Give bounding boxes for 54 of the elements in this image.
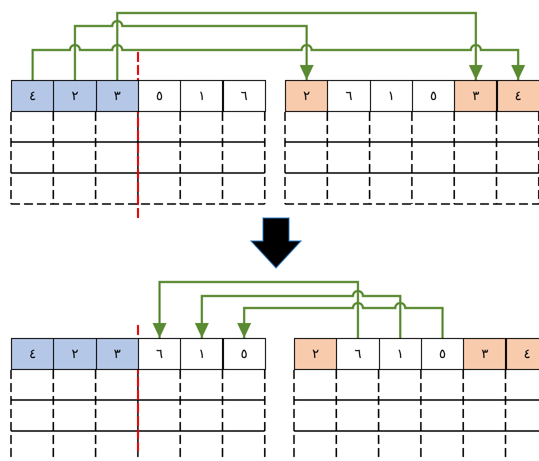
header-cell [336,338,380,370]
cell-number: ٣ [472,88,480,104]
header-cell [222,80,266,112]
header-cell [327,80,371,112]
header-cell [11,338,54,370]
cell-number: ٤ [29,88,36,104]
cell-number: ١ [388,88,395,104]
header-cell [180,80,224,112]
header-cell [11,80,54,112]
header-cell [138,80,182,112]
header-cell [294,338,338,370]
header-cell [463,338,506,370]
cell-number: ١ [198,88,206,104]
cell-number: ٥ [439,346,446,362]
cell-number: ٤ [514,88,522,104]
header-cell [180,338,224,370]
cell-number: ٢ [312,346,320,362]
header-cell [506,338,539,370]
header-cell [96,338,139,370]
connector-arrow [116,12,483,80]
cell-number: ٣ [481,346,488,362]
cell-number: ٦ [345,88,352,104]
connector-arrow [194,290,402,338]
cell-number: ٥ [430,88,438,104]
cell-number: ٦ [354,346,362,362]
cell-number: ٢ [303,88,310,104]
cell-number: ١ [396,346,404,362]
cell-number: ٤ [524,346,531,362]
cell-number: ٦ [240,88,248,104]
connector-arrow [74,20,314,80]
cell-number: ٥ [156,88,164,104]
header-cell [420,338,464,370]
header-cell [454,80,498,112]
header-cell [496,80,539,112]
header-cell [370,80,413,112]
header-cell [222,338,266,370]
header-cell [412,80,456,112]
connector-arrow [152,280,360,338]
header-cell [378,338,422,370]
cell-number: ٣ [114,88,121,104]
header-cell [96,80,139,112]
cell-number: ٣ [114,346,121,362]
connector-arrow [237,302,444,338]
cell-number: ٢ [71,88,78,104]
header-cell [53,338,97,370]
cell-number: ٢ [71,346,78,362]
cell-number: ٦ [156,346,164,362]
header-cell [285,80,328,112]
cell-number: ١ [198,346,206,362]
cell-number: ٥ [240,346,248,362]
connector-arrow [32,44,526,80]
cell-number: ٤ [29,346,36,362]
header-cell [53,80,97,112]
header-cell [138,338,182,370]
